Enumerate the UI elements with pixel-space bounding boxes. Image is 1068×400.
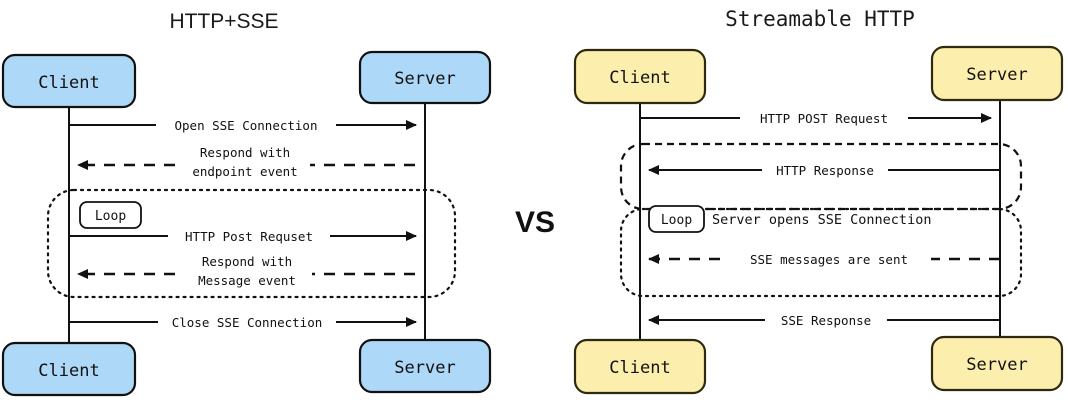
diagram-title-streamable-http: Streamable HTTP (725, 7, 915, 31)
loop-tag-http-sse: Loop (79, 201, 142, 229)
message-respond-with-endpoint-event: Respond with endpoint event (77, 143, 415, 185)
message-http-response: HTTP Response (648, 161, 1000, 179)
actor-label: Server (394, 358, 455, 378)
message-label: Open SSE Connection (175, 118, 318, 133)
diagram-http-sse: HTTP+SSE Open SSE Connection Respond wit… (1, 10, 492, 397)
message-label: HTTP Response (776, 163, 874, 178)
message-label-line1: Respond with (200, 145, 290, 160)
message-http-post-request: HTTP POST Request (640, 109, 992, 127)
actor-server-top-http-sse: Server (358, 50, 492, 105)
message-sse-messages-are-sent: SSE messages are sent (648, 250, 1000, 268)
actor-label: Server (966, 355, 1027, 375)
actor-client-top-http-sse: Client (1, 53, 137, 109)
actor-server-bottom-streamable: Server (930, 335, 1064, 392)
actor-label: Client (38, 73, 99, 93)
actor-label: Client (38, 361, 99, 381)
diagram-streamable-http: Streamable HTTP HTTP POST Request HTTP R… (573, 7, 1064, 395)
message-label: HTTP POST Request (760, 111, 888, 126)
loop-frame-http-sse (46, 188, 457, 299)
message-label: SSE Response (781, 313, 871, 328)
actor-label: Client (609, 358, 670, 378)
message-label: Close SSE Connection (172, 315, 323, 330)
message-label: SSE messages are sent (750, 252, 908, 267)
message-open-sse-connection: Open SSE Connection (69, 116, 417, 134)
actor-client-bottom-streamable: Client (573, 338, 707, 395)
vs-separator-label: VS (515, 206, 555, 239)
loop-frame-streamable (619, 207, 1023, 298)
loop-tag-label: Loop (661, 213, 692, 228)
message-http-post-requset: HTTP Post Requset (69, 227, 417, 245)
message-label: HTTP Post Requset (185, 229, 313, 244)
message-sse-response: SSE Response (648, 311, 1000, 329)
loop-note-label: Server opens SSE Connection (712, 212, 931, 228)
actor-label: Server (394, 69, 455, 89)
actor-label: Server (966, 65, 1027, 85)
actor-client-bottom-http-sse: Client (1, 341, 137, 397)
diagram-title-http-sse: HTTP+SSE (169, 10, 278, 33)
actor-server-top-streamable: Server (930, 45, 1064, 102)
actor-server-bottom-http-sse: Server (358, 338, 492, 394)
message-respond-with-message-event: Respond with Message event (77, 252, 415, 294)
message-close-sse-connection: Close SSE Connection (69, 313, 417, 331)
actor-client-top-streamable: Client (573, 48, 707, 105)
actor-label: Client (609, 68, 670, 88)
loop-tag-streamable: Loop Server opens SSE Connection (648, 205, 931, 233)
frame-outer-streamable (619, 142, 1023, 211)
loop-tag-label: Loop (95, 209, 126, 224)
message-label-line2: Message event (198, 273, 296, 288)
message-label-line1: Respond with (202, 254, 292, 269)
message-label-line2: endpoint event (192, 164, 297, 179)
